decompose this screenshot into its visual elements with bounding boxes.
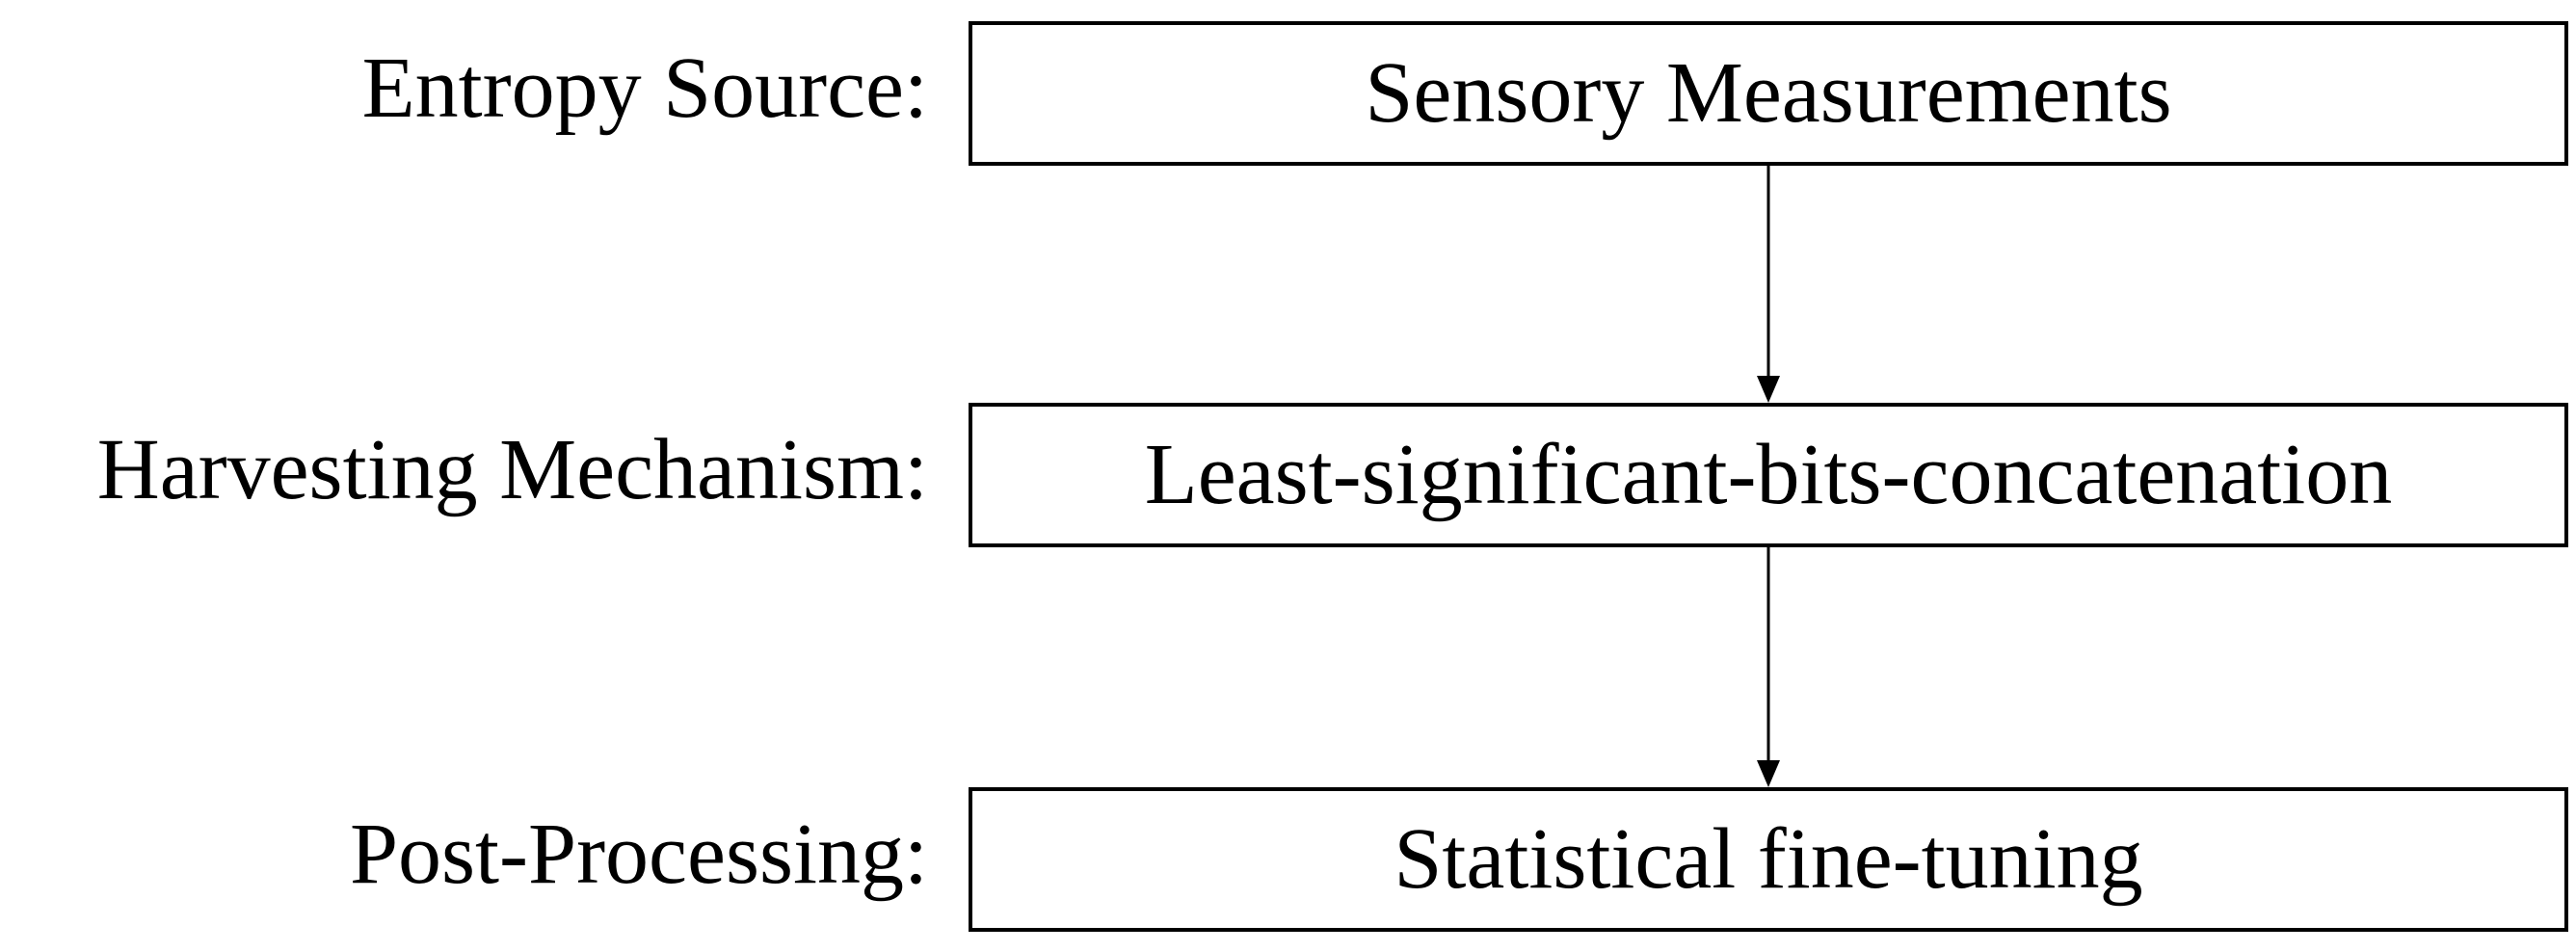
stage-content-entropy-source: Sensory Measurements bbox=[1365, 45, 2172, 141]
stage-label-entropy-source: Entropy Source: bbox=[361, 40, 928, 136]
stage-box-entropy-source: Sensory Measurements bbox=[969, 21, 2568, 166]
stage-label-post-processing: Post-Processing: bbox=[349, 807, 928, 902]
stage-box-harvesting-mechanism: Least-significant-bits-concatenation bbox=[969, 403, 2568, 547]
stage-content-harvesting-mechanism: Least-significant-bits-concatenation bbox=[1144, 427, 2393, 522]
arrow-entropy-to-harvesting bbox=[1757, 166, 1780, 403]
stage-content-post-processing: Statistical fine-tuning bbox=[1394, 811, 2143, 907]
arrow-harvesting-to-postprocessing bbox=[1757, 547, 1780, 787]
stage-label-harvesting-mechanism: Harvesting Mechanism: bbox=[96, 422, 928, 517]
stage-box-post-processing: Statistical fine-tuning bbox=[969, 787, 2568, 932]
